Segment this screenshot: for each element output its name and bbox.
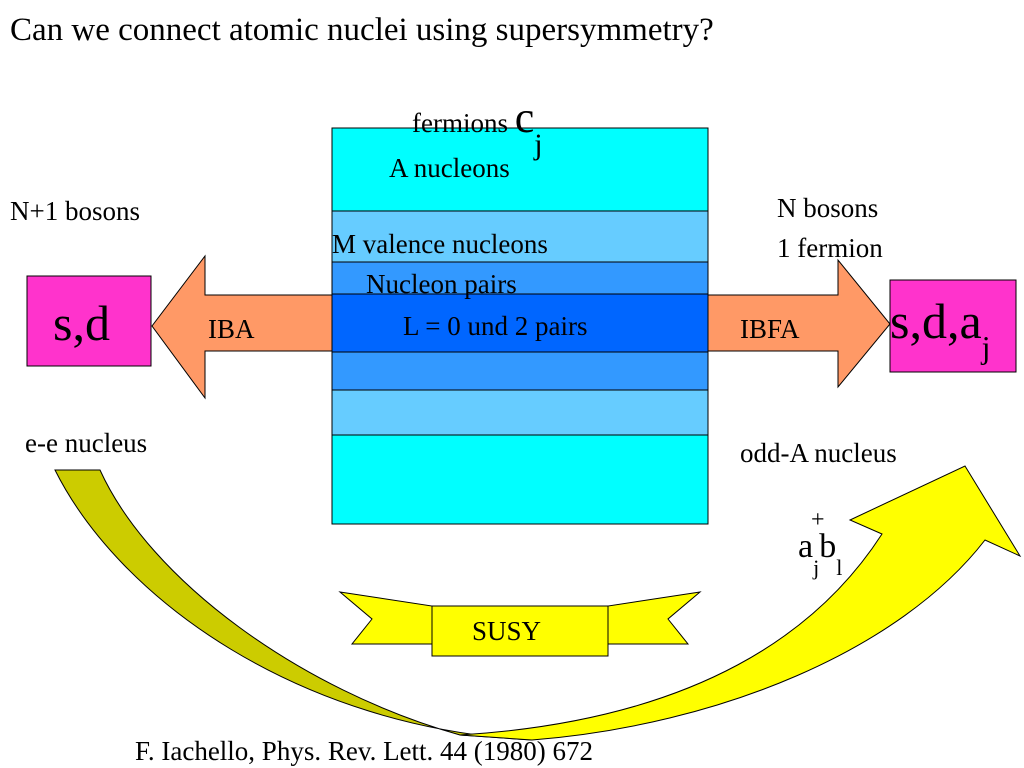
one-fermion-label: 1 fermion [777,233,883,263]
fermions-symbol: c [514,93,535,142]
operator-expression: ajbl [798,528,842,579]
sda-box [889,279,1017,373]
valence-label: M valence nucleons [332,229,548,259]
fermions-label: fermions cj [412,93,543,160]
sda-subscript: j [981,329,991,366]
operator-a: a [798,528,814,565]
ee-nucleus-label: e-e nucleus [25,428,148,458]
sd-box-text: s,d [53,295,110,351]
a-nucleons-label: A nucleons [389,153,510,183]
susy-label: SUSY [472,616,542,646]
slide-title: Can we connect atomic nuclei using super… [10,12,714,48]
fermions-text: fermions [412,108,508,138]
operator-dagger: + [811,507,825,533]
n-bosons-label: N bosons [777,193,879,223]
iba-label: IBA [208,314,255,344]
ibfa-label: IBFA [740,314,800,344]
operator-b-subscript: l [836,554,843,580]
operator-a-subscript: j [813,554,820,580]
l-pairs-label: L = 0 und 2 pairs [403,311,588,341]
sda-box-text: s,d,aj [890,293,991,363]
layer-l-pairs [331,293,709,353]
iba-arrow [151,254,333,400]
curved-arrow-right-part [459,465,1022,741]
susy-ribbon-right [607,591,702,645]
fermions-subscript: j [534,127,543,161]
susy-ribbon-center [431,605,609,657]
susy-ribbon-left [338,591,433,645]
n-plus-one-bosons-label: N+1 bosons [10,196,140,226]
ibfa-arrow [707,258,891,389]
pairs-label: Nucleon pairs [366,269,517,299]
sda-text: s,d,a [890,293,982,349]
operator-b: b [819,528,837,565]
reference-citation: F. Iachello, Phys. Rev. Lett. 44 (1980) … [135,736,594,766]
odd-a-nucleus-label: odd-A nucleus [740,438,897,468]
sd-box [26,275,152,367]
